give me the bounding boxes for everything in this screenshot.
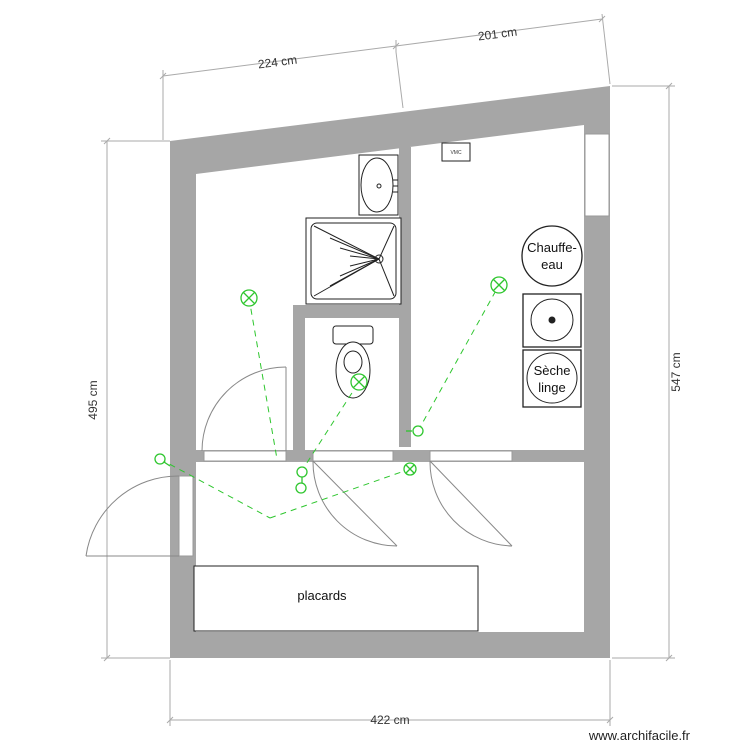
door-swing-icon xyxy=(85,366,513,557)
dimension-lines xyxy=(101,13,675,726)
water-heater: Chauffe- eau xyxy=(521,225,583,287)
door-openings xyxy=(178,450,513,557)
switch-icon xyxy=(154,453,171,467)
dimension-ticks xyxy=(103,15,673,724)
vmc-vent: VMC xyxy=(441,142,471,162)
sink-icon xyxy=(358,154,399,216)
washing-machine-icon xyxy=(522,293,582,348)
ceiling-light-icon xyxy=(490,276,508,294)
switch-icon xyxy=(296,466,308,483)
switch-icon xyxy=(295,482,307,494)
window xyxy=(584,133,610,217)
watermark: www.archifacile.fr xyxy=(588,728,691,743)
dim-top-right: 201 cm xyxy=(477,25,518,44)
vmc-label: VMC xyxy=(450,150,462,156)
electrical-wiring xyxy=(159,284,500,519)
water-heater-label-line2: eau xyxy=(541,257,563,272)
dryer-label-line2: linge xyxy=(538,380,565,395)
dryer-label-line1: Sèche xyxy=(534,363,571,378)
ceiling-light-icon xyxy=(350,373,368,391)
dim-left: 495 cm xyxy=(86,380,100,419)
clothes-dryer: Sèche linge xyxy=(522,349,582,408)
shower-tray-icon xyxy=(305,217,402,305)
dim-right: 547 cm xyxy=(669,352,683,391)
dim-bottom: 422 cm xyxy=(370,713,409,727)
water-heater-label-line1: Chauffe- xyxy=(527,240,577,255)
cupboards-label: placards xyxy=(297,588,347,603)
switch-icon xyxy=(406,425,424,437)
ceiling-light-icon xyxy=(403,462,417,476)
ceiling-light-icon xyxy=(240,289,258,307)
walls xyxy=(170,86,610,658)
cupboards: placards xyxy=(193,565,479,632)
dim-top-left: 224 cm xyxy=(257,53,298,72)
